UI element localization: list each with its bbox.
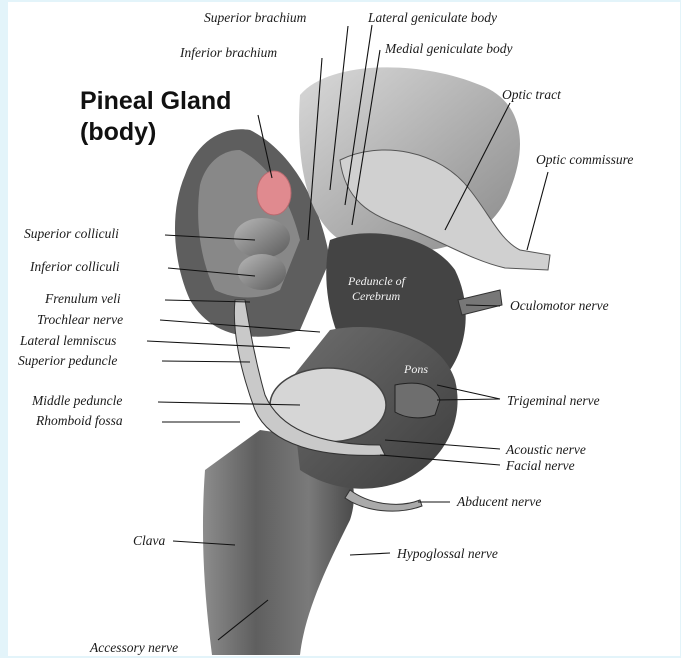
label-trochlear-nerve: Trochlear nerve — [37, 313, 123, 327]
label-facial-nerve: Facial nerve — [506, 459, 575, 473]
label-accessory-nerve: Accessory nerve — [90, 641, 178, 655]
label-rhomboid-fossa: Rhomboid fossa — [36, 414, 123, 428]
label-hypoglossal-nerve: Hypoglossal nerve — [397, 547, 498, 561]
label-superior-colliculi: Superior colliculi — [24, 227, 119, 241]
label-trigeminal-nerve: Trigeminal nerve — [507, 394, 600, 408]
pineal-gland-highlight — [257, 171, 291, 215]
label-oculomotor-nerve: Oculomotor nerve — [510, 299, 609, 313]
inner-label-peduncle-line1: Peduncle of — [348, 275, 405, 287]
label-optic-commissure: Optic commissure — [536, 153, 633, 167]
label-superior-peduncle: Superior peduncle — [18, 354, 117, 368]
label-superior-brachium: Superior brachium — [204, 11, 306, 25]
inferior-colliculus — [238, 254, 286, 290]
inner-label-pons: Pons — [404, 363, 428, 375]
superior-colliculus — [234, 218, 290, 258]
label-medial-geniculate-body: Medial geniculate body — [385, 42, 512, 56]
label-middle-peduncle: Middle peduncle — [32, 394, 122, 408]
label-inferior-colliculi: Inferior colliculi — [30, 260, 120, 274]
label-abducent-nerve: Abducent nerve — [457, 495, 541, 509]
pineal-title-line1: Pineal Gland — [80, 86, 231, 117]
label-optic-tract: Optic tract — [502, 88, 561, 102]
label-lateral-geniculate-body: Lateral geniculate body — [368, 11, 497, 25]
label-inferior-brachium: Inferior brachium — [180, 46, 277, 60]
abducent-nerve-shape — [345, 490, 422, 511]
label-frenulum-veli: Frenulum veli — [45, 292, 121, 306]
inner-label-peduncle-line2: Cerebrum — [352, 290, 400, 302]
label-lateral-lemniscus: Lateral lemniscus — [20, 334, 116, 348]
pineal-title-line2: (body) — [80, 117, 231, 148]
label-clava: Clava — [133, 534, 165, 548]
label-acoustic-nerve: Acoustic nerve — [506, 443, 586, 457]
oculomotor-nerve-shape — [458, 290, 502, 315]
pineal-gland-title: Pineal Gland (body) — [80, 86, 231, 148]
